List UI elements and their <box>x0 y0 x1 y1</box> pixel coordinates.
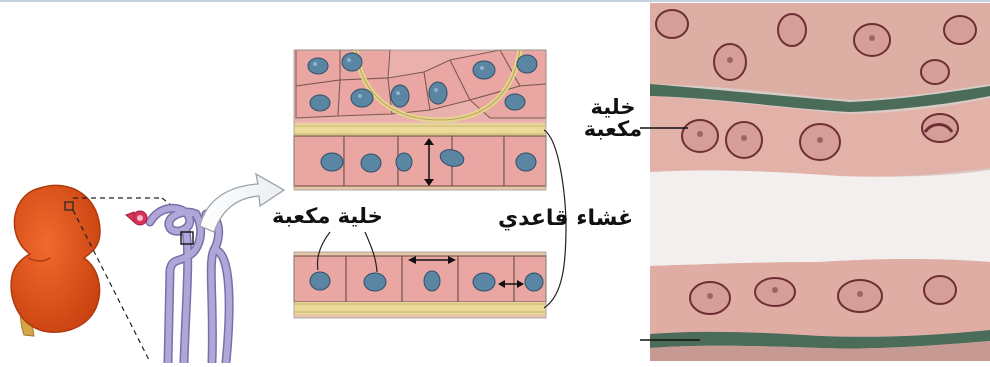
tissue-panel-bottom <box>294 252 546 318</box>
label-basement-membrane: غشاء قاعدي <box>498 207 633 230</box>
label-cuboidal-cell-right: خلية مكعبة <box>573 96 653 140</box>
kidney-body <box>11 185 100 332</box>
tissue-panel-top <box>294 50 546 190</box>
kidney <box>11 185 100 336</box>
label-cuboidal-cell-middle: خلية مكعبة <box>272 205 383 227</box>
label-cuboidal-cell-right-line2: مكعبة <box>573 118 653 140</box>
micrograph <box>640 3 990 361</box>
label-cuboidal-cell-right-line1: خلية <box>573 96 653 118</box>
